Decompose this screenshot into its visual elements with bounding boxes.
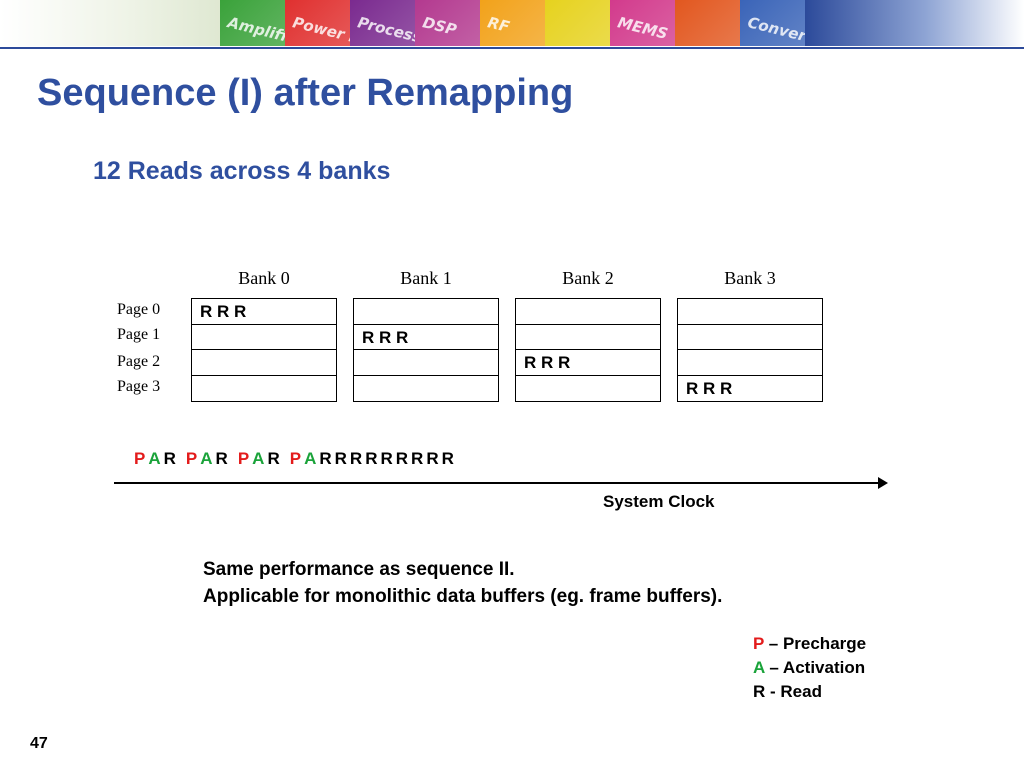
banner-tile-3: DSP	[415, 0, 480, 46]
legend-activation: A – Activation	[753, 656, 866, 680]
command-token-16: R	[395, 449, 409, 468]
command-token-7: A	[252, 449, 265, 468]
command-token-2: R	[163, 449, 176, 468]
banner-tile-4: RF	[480, 0, 545, 46]
note-line-1: Same performance as sequence II.	[203, 559, 515, 580]
page-label-1: Page 1	[117, 326, 161, 343]
command-token-17: R	[411, 449, 424, 468]
command-token-8: R	[267, 449, 280, 468]
banner-tile-0: Amplifiers	[220, 0, 285, 46]
command-token-0: P	[134, 449, 146, 468]
command-token-5: R	[215, 449, 228, 468]
bank-1-page-2	[354, 350, 498, 376]
command-token-4: A	[200, 449, 213, 468]
bank-0-page-3	[192, 376, 336, 402]
command-token-18: R	[426, 449, 439, 468]
command-token-11: R	[319, 449, 332, 468]
clock-axis-label: System Clock	[603, 492, 715, 511]
banner-tile-label: DSP	[420, 13, 459, 40]
page-label-2: Page 2	[117, 353, 161, 370]
bank-0-page-2	[192, 350, 336, 376]
command-token-6: P	[237, 449, 250, 468]
bank-0-grid: R R R	[191, 298, 337, 402]
banner-tile-label: Power Management	[290, 13, 350, 46]
banner-divider	[0, 47, 1024, 49]
banner-tile-1: Power Management	[285, 0, 350, 46]
banner-tile-label: RF	[485, 13, 512, 37]
page-label-3: Page 3	[117, 378, 161, 395]
banner-tile-2: Processors	[350, 0, 415, 46]
banner-tile-7	[675, 0, 740, 46]
banner-tile-5	[545, 0, 610, 46]
command-token-14: R	[365, 449, 378, 468]
command-token-3: P	[185, 449, 198, 468]
bank-0-page-0: R R R	[192, 299, 336, 325]
bank-3-page-0	[678, 299, 822, 325]
banner-fade	[0, 0, 220, 46]
legend-activation-key: A	[753, 658, 765, 677]
bank-1-page-0	[354, 299, 498, 325]
banner-tile-8: Converters	[740, 0, 805, 46]
banner-tile-label: Processors	[355, 13, 415, 46]
bank-3-page-1	[678, 325, 822, 350]
legend-precharge-text: – Precharge	[764, 634, 867, 653]
banner-tile-6: MEMS	[610, 0, 675, 46]
command-token-15: R	[380, 449, 393, 468]
clock-axis-arrowhead	[878, 477, 888, 489]
page-label-0: Page 0	[117, 301, 161, 318]
command-token-13: R	[349, 449, 363, 468]
bank-1-grid: R R R	[353, 298, 499, 402]
slide-number: 47	[30, 735, 48, 752]
legend-read: R - Read	[753, 682, 822, 701]
bank-2-page-1	[516, 325, 660, 350]
bank-0-page-1	[192, 325, 336, 350]
bank-2-page-3	[516, 376, 660, 402]
bank-2-page-0	[516, 299, 660, 325]
bank-2-page-2: R R R	[516, 350, 660, 376]
bank-3-page-3: R R R	[686, 378, 733, 398]
legend-precharge-key: P	[753, 634, 765, 653]
bank-1-page-1: R R R	[354, 325, 498, 350]
legend: P – Precharge A – Activation R - Read	[753, 632, 866, 704]
banner-tile-label: Converters	[745, 13, 805, 46]
banner-tile-label: Amplifiers	[225, 13, 285, 46]
bank-header-3: Bank 3	[724, 268, 776, 288]
bank-2-grid: R R R	[515, 298, 661, 402]
command-token-1: A	[148, 449, 161, 468]
banner-gradient	[805, 0, 1024, 46]
command-token-12: R	[334, 449, 347, 468]
legend-activation-text: – Activation	[764, 658, 866, 677]
bank-3-page-2	[678, 350, 822, 376]
clock-axis-line	[114, 482, 880, 484]
banner-tile-label: MEMS	[615, 13, 670, 44]
bank-header-0: Bank 0	[238, 268, 290, 288]
command-token-9: P	[289, 449, 302, 468]
command-token-10: A	[304, 449, 317, 468]
legend-precharge: P – Precharge	[753, 632, 866, 656]
slide-subtitle: 12 Reads across 4 banks	[93, 157, 391, 185]
bank-1-page-3	[354, 376, 498, 402]
slide-title: Sequence (I) after Remapping	[37, 72, 574, 114]
note-line-2: Applicable for monolithic data buffers (…	[203, 586, 723, 607]
bank-3-grid: R R R	[677, 298, 823, 402]
command-token-19: R	[441, 449, 454, 468]
bank-header-2: Bank 2	[562, 268, 614, 288]
bank-header-1: Bank 1	[400, 268, 452, 288]
